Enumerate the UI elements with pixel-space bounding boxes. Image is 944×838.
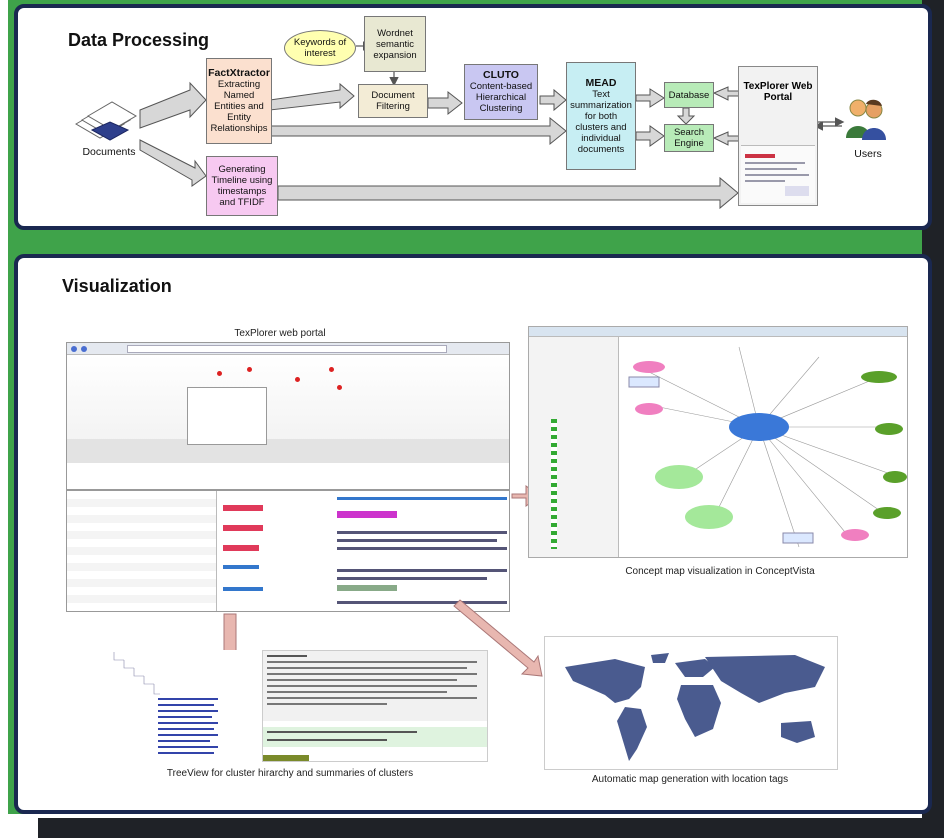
arrow-docs-factx	[139, 81, 207, 129]
arrow-factx-mead	[269, 116, 567, 146]
conceptvista-screenshot	[528, 326, 908, 558]
arrow-filter-cluto	[427, 90, 463, 116]
data-processing-title: Data Processing	[68, 30, 210, 50]
documents-label: Documents	[82, 146, 136, 158]
visualization-title: Visualization	[62, 276, 172, 296]
browser-toolbar	[67, 343, 509, 355]
treeview-caption: TreeView for cluster hirarchy and summar…	[166, 768, 414, 779]
mead-box: MEAD Text summarization for both cluster…	[566, 62, 636, 170]
concept-graph	[628, 346, 907, 548]
wordnet-label: Wordnet semantic expansion	[373, 27, 417, 61]
database-label: Database	[668, 89, 710, 101]
arrow-timeline-portal	[277, 176, 739, 210]
portal-box: TexPlorer Web Portal	[738, 66, 818, 206]
portal-screenshot	[66, 342, 510, 490]
users-label: Users	[854, 148, 882, 160]
world-map-screenshot	[544, 636, 838, 770]
factxtractor-body: Extracting Named Entities and Entity Rel…	[210, 79, 268, 134]
portal-label: TexPlorer Web Portal	[743, 81, 813, 103]
search-engine-label: Search Engine	[673, 127, 705, 149]
document-filtering-box: Document Filtering	[358, 84, 428, 118]
bottom-dark-edge	[38, 818, 944, 838]
timeline-label: Generating Timeline using timestamps and…	[211, 164, 273, 208]
arrow-docs-timeline	[139, 139, 207, 187]
arrow-to-map	[453, 599, 543, 677]
tree-graph	[113, 652, 218, 754]
arrow-mead-db	[635, 88, 665, 108]
arrow-cluto-mead	[539, 88, 567, 112]
cluto-body: Content-based Hierarchical Clustering	[469, 81, 533, 114]
arrow-db-search	[676, 107, 696, 125]
document-filtering-label: Document Filtering	[371, 90, 415, 112]
search-engine-box: Search Engine	[664, 124, 714, 152]
treeview-screenshot	[110, 650, 250, 762]
arrow-mead-search	[635, 125, 665, 147]
keywords-label: Keywords of interest	[293, 37, 347, 59]
cluto-box: CLUTO Content-based Hierarchical Cluster…	[464, 64, 538, 120]
keywords-ellipse: Keywords of interest	[284, 30, 356, 66]
users-icon	[846, 99, 886, 140]
conceptvista-caption: Concept map visualization in ConceptVist…	[625, 566, 815, 577]
factxtractor-box: FactXtractor Extracting Named Entities a…	[206, 58, 272, 144]
wordnet-box: Wordnet semantic expansion	[364, 16, 426, 72]
timeline-box: Generating Timeline using timestamps and…	[206, 156, 278, 216]
portal-screenshot-thumb	[741, 145, 815, 203]
portal-caption: TexPlorer web portal	[234, 328, 326, 339]
mead-title: MEAD	[585, 76, 617, 89]
database-box: Database	[664, 82, 714, 108]
world-map	[565, 653, 825, 761]
documents-icon	[75, 101, 137, 141]
mead-body: Text summarization for both clusters and…	[570, 88, 632, 155]
map-caption: Automatic map generation with location t…	[591, 774, 789, 785]
summary-screenshot	[262, 650, 488, 762]
portal-table-screenshot	[66, 490, 510, 612]
cluto-title: CLUTO	[483, 69, 519, 81]
factxtractor-title: FactXtractor	[208, 67, 270, 79]
arrow-factx-filter	[269, 82, 355, 111]
